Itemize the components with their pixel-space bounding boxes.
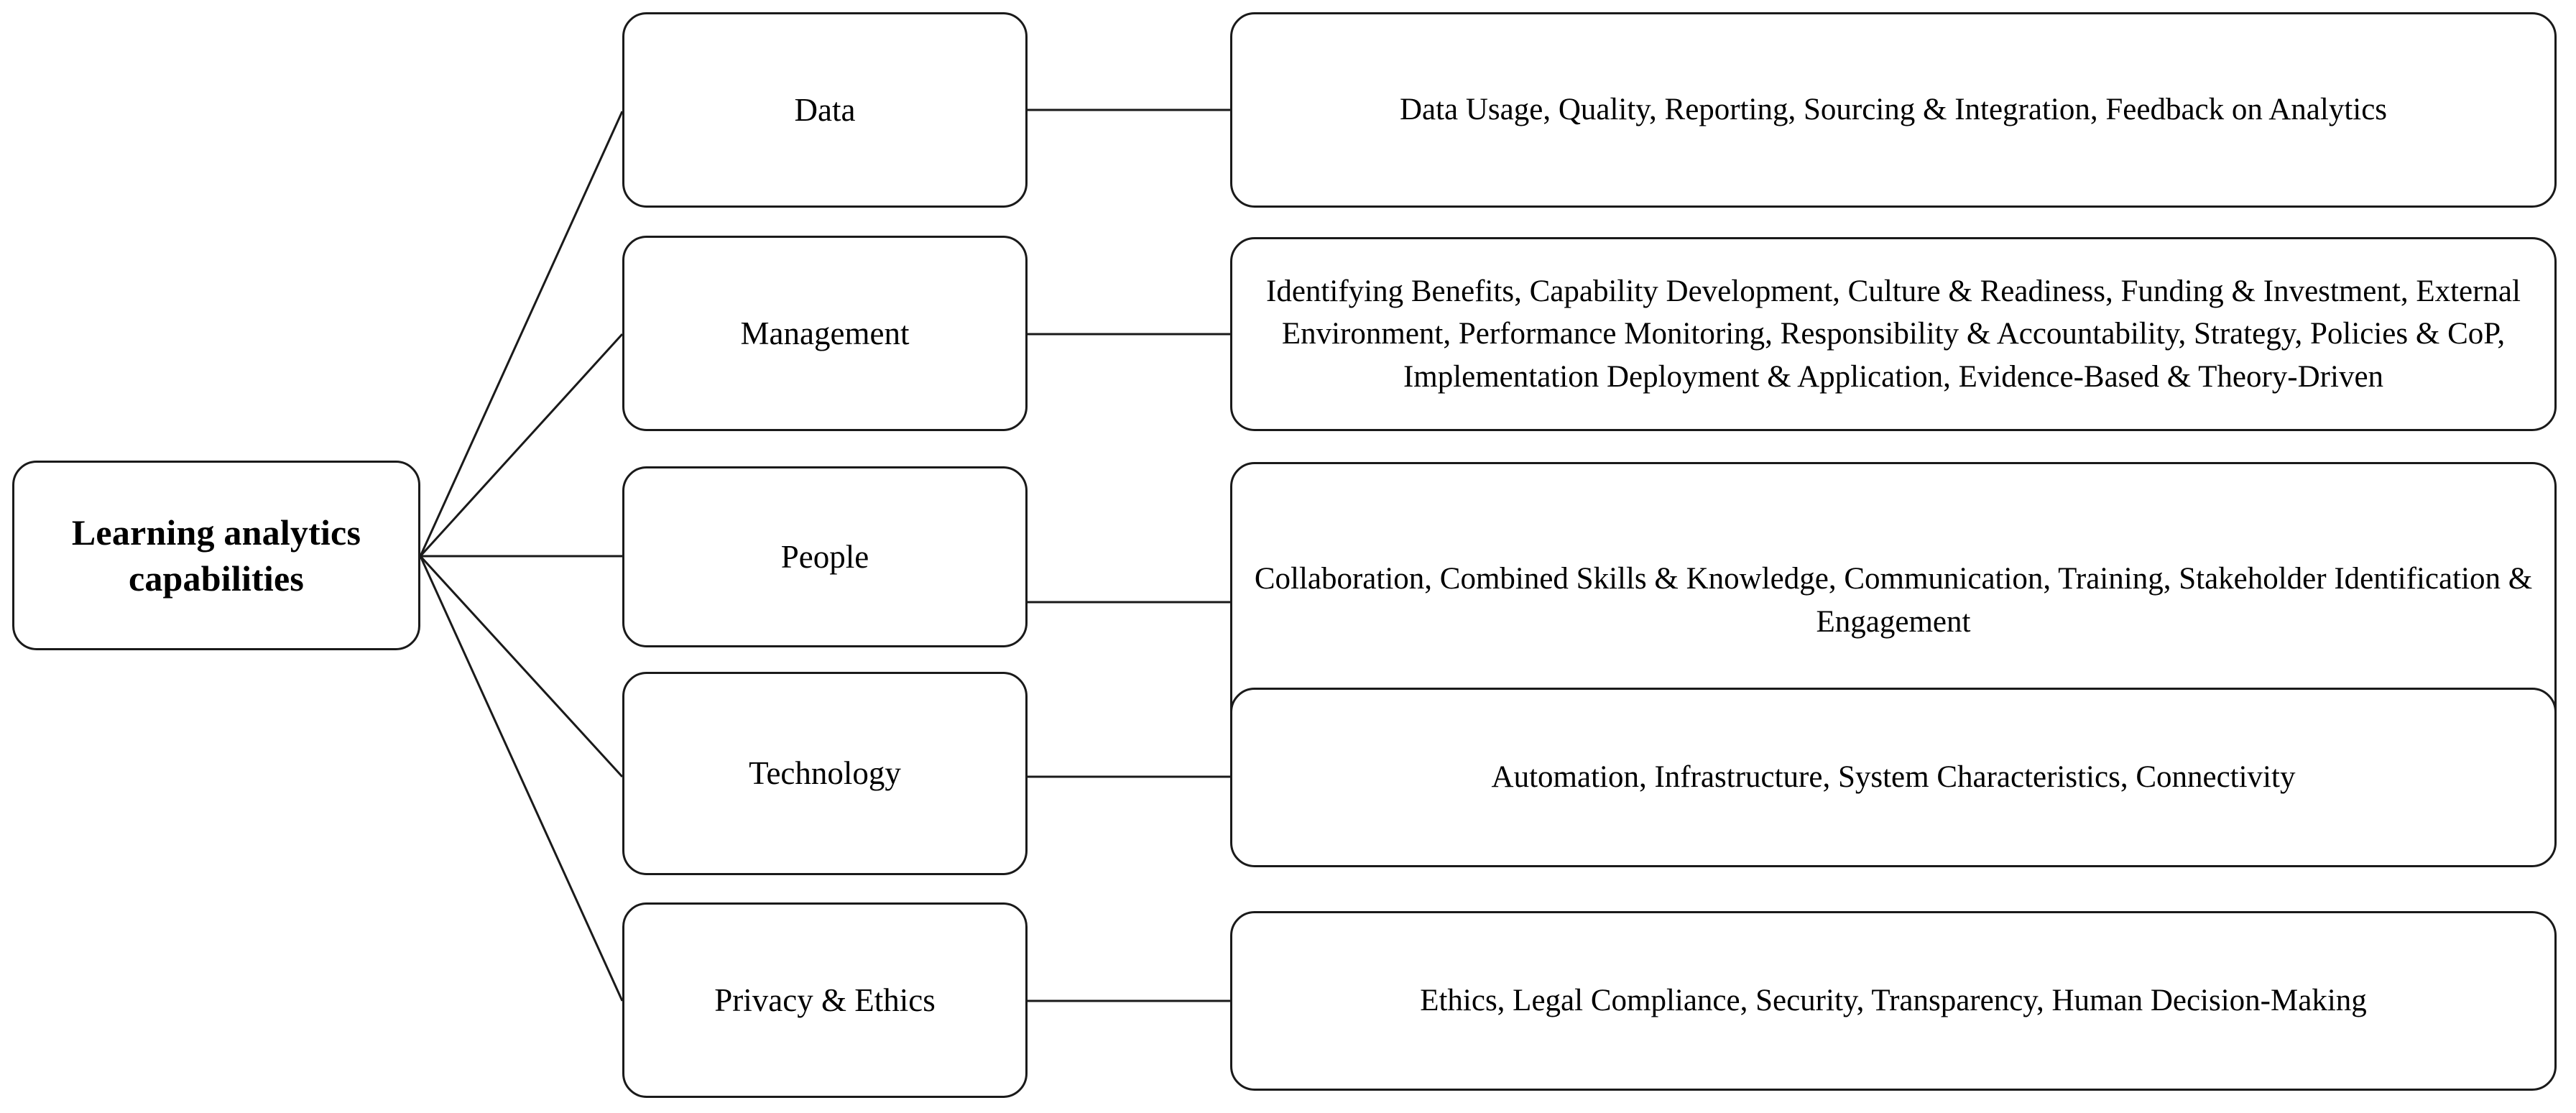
node-detail-technology-label: Automation, Infrastructure, System Chara… [1491,760,2296,795]
node-detail-technology[interactable]: Automation, Infrastructure, System Chara… [1230,688,2557,867]
node-category-privacy-ethics-label: Privacy & Ethics [714,982,936,1018]
node-category-management[interactable]: Management [622,236,1028,431]
node-detail-people-label: Collaboration, Combined Skills & Knowled… [1254,562,2533,639]
node-category-management-label: Management [740,315,910,351]
node-category-technology[interactable]: Technology [622,672,1028,875]
connector-root-to-privacy [419,555,624,1002]
connector-root-to-technology [419,555,624,778]
node-detail-privacy-ethics-label: Ethics, Legal Compliance, Security, Tran… [1420,984,2367,1018]
node-detail-data-label: Data Usage, Quality, Reporting, Sourcing… [1399,93,2388,127]
node-category-data-label: Data [794,91,856,128]
node-detail-data[interactable]: Data Usage, Quality, Reporting, Sourcing… [1230,12,2557,208]
node-root-learning-analytics-capabilities[interactable]: Learning analytics capabilities [12,461,420,650]
connector-root-to-data [419,111,624,557]
node-category-technology-label: Technology [749,755,901,792]
node-detail-management[interactable]: Identifying Benefits, Capability Develop… [1230,237,2557,431]
node-detail-privacy-ethics[interactable]: Ethics, Legal Compliance, Security, Tran… [1230,911,2557,1091]
node-detail-management-label: Identifying Benefits, Capability Develop… [1266,274,2521,394]
node-category-privacy-ethics[interactable]: Privacy & Ethics [622,902,1028,1098]
node-category-people-label: People [780,538,869,575]
node-root-label: Learning analytics capabilities [71,512,361,599]
connector-root-to-management [419,333,624,558]
node-category-data[interactable]: Data [622,12,1028,208]
node-category-people[interactable]: People [622,466,1028,647]
